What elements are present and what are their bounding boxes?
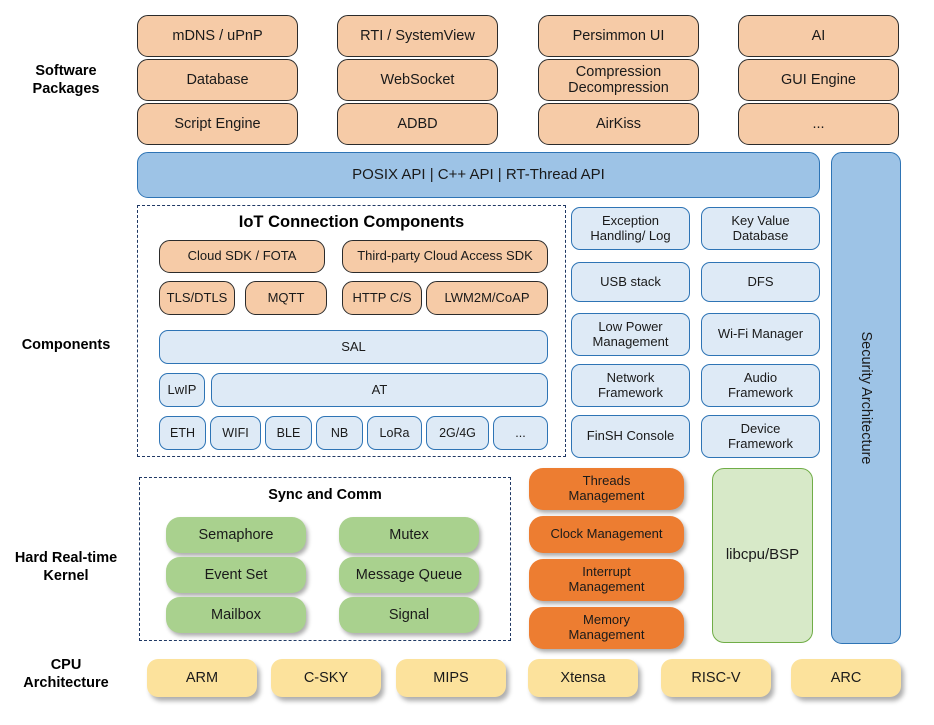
iot-lwm2m-coap[interactable]: LWM2M/CoAP [426, 281, 548, 315]
kernel-clock-management[interactable]: Clock Management [529, 516, 684, 553]
libcpu-bsp-box[interactable]: libcpu/BSP [712, 468, 813, 643]
iot-link-2g-4g[interactable]: 2G/4G [426, 416, 489, 450]
package-airkiss[interactable]: AirKiss [538, 103, 699, 145]
package-websocket[interactable]: WebSocket [337, 59, 498, 101]
component-wifi-manager[interactable]: Wi-Fi Manager [701, 313, 820, 356]
component-exception-handling-log[interactable]: Exception Handling/ Log [571, 207, 690, 250]
cpu-c-sky[interactable]: C-SKY [271, 659, 381, 697]
iot-third-party-cloud-access-sdk[interactable]: Third-party Cloud Access SDK [342, 240, 548, 273]
category-label-software-packages: Software Packages [32, 63, 100, 98]
iot-http-cs[interactable]: HTTP C/S [342, 281, 422, 315]
kernel-interrupt-management[interactable]: Interrupt Management [529, 559, 684, 601]
component-key-value-database[interactable]: Key Value Database [701, 207, 820, 250]
iot-connection-components-title: IoT Connection Components [238, 213, 465, 231]
iot-link-wifi[interactable]: WIFI [210, 416, 261, 450]
kernel-message-queue[interactable]: Message Queue [339, 557, 479, 593]
kernel-memory-management[interactable]: Memory Management [529, 607, 684, 649]
package-script-engine[interactable]: Script Engine [137, 103, 298, 145]
cpu-xtensa[interactable]: Xtensa [528, 659, 638, 697]
package-compression-decompression[interactable]: Compression Decompression [538, 59, 699, 101]
package-more[interactable]: ... [738, 103, 899, 145]
package-rti-systemview[interactable]: RTI / SystemView [337, 15, 498, 57]
package-ai[interactable]: AI [738, 15, 899, 57]
security-architecture-label: Security Architecture [858, 331, 874, 465]
cpu-mips[interactable]: MIPS [396, 659, 506, 697]
iot-link-lora[interactable]: LoRa [367, 416, 422, 450]
sync-and-comm-frame [139, 477, 511, 641]
kernel-signal[interactable]: Signal [339, 597, 479, 633]
component-usb-stack[interactable]: USB stack [571, 262, 690, 302]
category-label-cpu-architecture: CPU Architecture [23, 657, 109, 692]
package-database[interactable]: Database [137, 59, 298, 101]
iot-connection-components-frame [137, 205, 566, 457]
iot-link-more[interactable]: ... [493, 416, 548, 450]
package-gui-engine[interactable]: GUI Engine [738, 59, 899, 101]
kernel-event-set[interactable]: Event Set [166, 557, 306, 593]
iot-cloud-sdk-fota[interactable]: Cloud SDK / FOTA [159, 240, 325, 273]
iot-tls-dtls[interactable]: TLS/DTLS [159, 281, 235, 315]
sync-and-comm-title: Sync and Comm [268, 487, 382, 503]
iot-at[interactable]: AT [211, 373, 548, 407]
security-architecture-bar: Security Architecture [831, 152, 901, 644]
iot-sal[interactable]: SAL [159, 330, 548, 364]
cpu-arc[interactable]: ARC [791, 659, 901, 697]
component-finsh-console[interactable]: FinSH Console [571, 415, 690, 458]
component-audio-framework[interactable]: Audio Framework [701, 364, 820, 407]
cpu-arm[interactable]: ARM [147, 659, 257, 697]
package-persimmon-ui[interactable]: Persimmon UI [538, 15, 699, 57]
cpu-risc-v[interactable]: RISC-V [661, 659, 771, 697]
kernel-semaphore[interactable]: Semaphore [166, 517, 306, 553]
kernel-threads-management[interactable]: Threads Management [529, 468, 684, 510]
component-network-framework[interactable]: Network Framework [571, 364, 690, 407]
iot-link-ble[interactable]: BLE [265, 416, 312, 450]
category-label-kernel: Hard Real-time Kernel [14, 550, 118, 585]
component-dfs[interactable]: DFS [701, 262, 820, 302]
api-layer-bar: POSIX API | C++ API | RT-Thread API [137, 152, 820, 198]
iot-link-eth[interactable]: ETH [159, 416, 206, 450]
package-mdns-upnp[interactable]: mDNS / uPnP [137, 15, 298, 57]
category-label-components: Components [21, 337, 111, 353]
kernel-mutex[interactable]: Mutex [339, 517, 479, 553]
iot-lwip[interactable]: LwIP [159, 373, 205, 407]
component-device-framework[interactable]: Device Framework [701, 415, 820, 458]
package-adbd[interactable]: ADBD [337, 103, 498, 145]
component-low-power-management[interactable]: Low Power Management [571, 313, 690, 356]
iot-link-nb[interactable]: NB [316, 416, 363, 450]
iot-mqtt[interactable]: MQTT [245, 281, 327, 315]
kernel-mailbox[interactable]: Mailbox [166, 597, 306, 633]
